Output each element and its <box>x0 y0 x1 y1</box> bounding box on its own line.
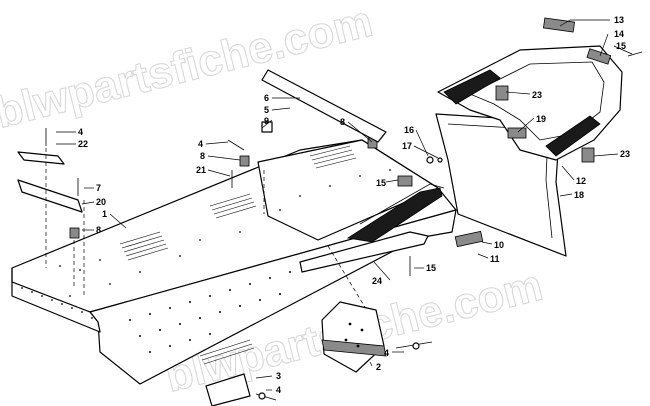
grab-bar-insert <box>586 48 612 65</box>
callout-19: 19 <box>536 114 546 124</box>
callout-9: 9 <box>264 116 269 126</box>
callout-21: 21 <box>196 165 206 175</box>
reflector-decal <box>454 230 484 248</box>
license-plate-bracket <box>205 373 251 406</box>
deck-rivets <box>59 169 391 297</box>
tunnel-front-flange <box>11 267 101 333</box>
clip-23-b <box>581 147 595 163</box>
hitch-bracket <box>321 301 433 373</box>
callout-20: 20 <box>96 197 106 207</box>
license-bracket <box>205 373 277 406</box>
hitch-nut <box>412 342 420 350</box>
bracket-22 <box>17 151 65 165</box>
rear-rod <box>299 231 429 273</box>
callout-23: 23 <box>620 149 630 159</box>
callout-10: 10 <box>494 240 504 250</box>
callout-labels: 13 14 15 23 19 23 12 18 16 17 6 5 9 8 4 … <box>78 15 630 395</box>
clip-8-left <box>69 227 80 239</box>
clip-23-a <box>495 85 509 101</box>
front-rivet-row <box>21 287 93 319</box>
callout-13: 13 <box>614 15 624 25</box>
callout-22: 22 <box>78 139 88 149</box>
callout-7: 7 <box>96 183 101 193</box>
callout-23: 23 <box>532 90 542 100</box>
leader-lines <box>56 19 633 391</box>
bracket-19 <box>507 127 527 139</box>
hitch-lip <box>321 339 387 357</box>
assembly-line-rod <box>327 245 375 323</box>
callout-4: 4 <box>198 139 203 149</box>
decal-strip-6 <box>261 69 387 143</box>
grab-bar-cap <box>542 17 576 33</box>
running-board-strip-edge <box>359 183 445 225</box>
grab-bar-assembly <box>437 17 643 163</box>
callout-8: 8 <box>96 225 101 235</box>
callout-3: 3 <box>276 371 281 381</box>
callout-16: 16 <box>404 125 414 135</box>
callout-4: 4 <box>384 348 389 358</box>
callout-8: 8 <box>340 117 345 127</box>
callout-18: 18 <box>574 190 584 200</box>
license-nut <box>258 392 266 400</box>
clip-15-deck <box>397 175 413 187</box>
running-board-strip <box>346 187 443 243</box>
grab-handle-right <box>545 115 601 157</box>
washer-17 <box>437 157 443 163</box>
watermark-text: blwpartsfiche.com <box>0 0 377 138</box>
bolt-4-mid <box>227 139 245 151</box>
callout-8: 8 <box>200 151 205 161</box>
deck-vents <box>119 145 357 261</box>
callout-2: 2 <box>376 362 381 372</box>
callout-4: 4 <box>78 127 83 137</box>
clip-8-mid <box>239 155 250 167</box>
callout-11: 11 <box>490 254 500 264</box>
side-wall-perforations <box>129 253 351 365</box>
callout-24: 24 <box>372 276 382 286</box>
callout-12: 12 <box>576 176 586 186</box>
callout-4: 4 <box>276 385 281 395</box>
callout-5: 5 <box>264 105 269 115</box>
hardware-parts <box>17 69 443 323</box>
callout-17: 17 <box>402 141 412 151</box>
decal-square-5 <box>261 121 273 133</box>
callout-1: 1 <box>102 209 107 219</box>
callout-6: 6 <box>264 93 269 103</box>
washer-16 <box>426 156 434 164</box>
grab-handle-left <box>443 69 501 105</box>
bracket-20 <box>17 179 83 213</box>
callout-14: 14 <box>614 29 624 39</box>
callout-15: 15 <box>376 178 386 188</box>
callout-15: 15 <box>426 263 436 273</box>
callout-15: 15 <box>616 41 626 51</box>
screw-15-top <box>627 51 643 57</box>
